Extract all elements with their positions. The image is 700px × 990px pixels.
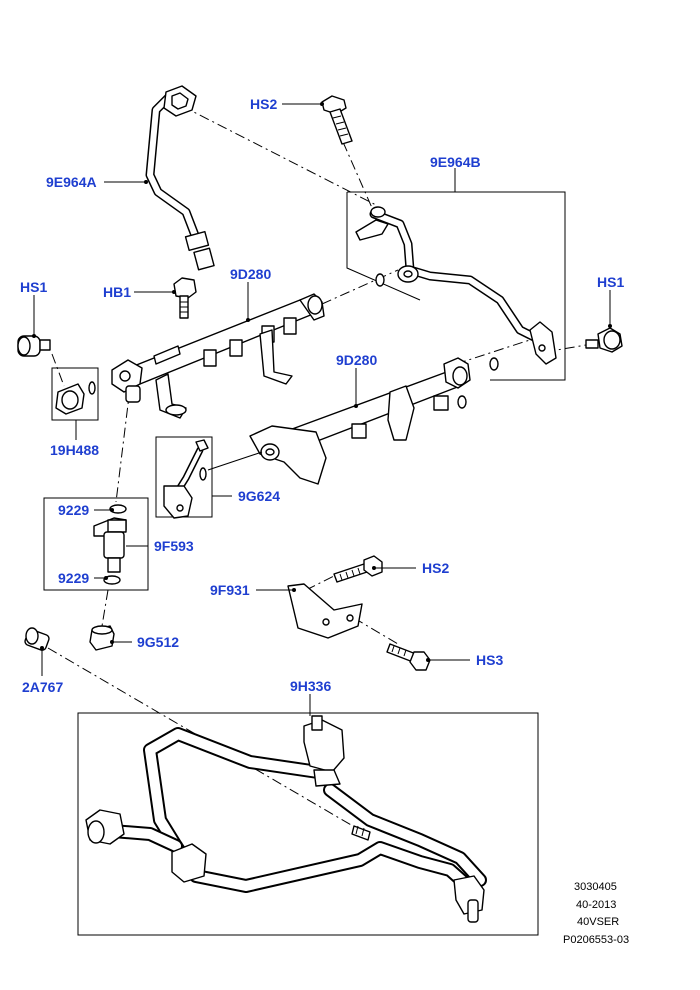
fuel-rail-9d280-upper bbox=[111, 293, 325, 419]
label-9e964b: 9E964B bbox=[430, 154, 481, 170]
label-2a767: 2A767 bbox=[22, 679, 63, 695]
label-hs1-right: HS1 bbox=[597, 274, 624, 290]
bolt-hb1 bbox=[173, 277, 197, 319]
label-hs2-top: HS2 bbox=[250, 96, 277, 112]
assembly-line-hs2-mid bbox=[305, 569, 347, 591]
label-hb1: HB1 bbox=[103, 284, 131, 300]
label-9229-top: 9229 bbox=[58, 502, 89, 518]
label-19h488: 19H488 bbox=[50, 442, 99, 458]
label-9e964a: 9E964A bbox=[46, 174, 97, 190]
cap-2a767 bbox=[24, 627, 50, 651]
sensor-19h488 bbox=[55, 381, 96, 415]
assembly-line-injector bbox=[115, 387, 131, 503]
label-9f593: 9F593 bbox=[154, 538, 194, 554]
label-9d280-lower: 9D280 bbox=[336, 352, 377, 368]
label-9g624: 9G624 bbox=[238, 488, 280, 504]
footer-line-3: 40VSER bbox=[577, 916, 619, 928]
footer-line-2: 40-2013 bbox=[576, 899, 616, 911]
box-9f593 bbox=[43, 497, 149, 591]
label-9f931: 9F931 bbox=[210, 582, 250, 598]
leader-lines bbox=[32, 102, 612, 716]
bracket-9f931 bbox=[287, 583, 363, 639]
fuel-injector-9f593 bbox=[93, 504, 127, 585]
bolt-hs2-top bbox=[321, 95, 353, 145]
footer-line-4: P0206553-03 bbox=[563, 934, 629, 946]
label-hs2-mid: HS2 bbox=[422, 560, 449, 576]
bolt-hs2-mid bbox=[333, 555, 383, 583]
label-hs3: HS3 bbox=[476, 652, 503, 668]
crossover-pipe-9g624 bbox=[163, 439, 209, 519]
label-9g512: 9G512 bbox=[137, 634, 179, 650]
fuel-rail-9d280-lower bbox=[249, 357, 471, 485]
assembly-line-9e964a-to-9e964b bbox=[181, 105, 379, 207]
box-9e964b bbox=[346, 191, 566, 381]
assembly-line-rail-to-9e964b bbox=[321, 269, 399, 305]
assembly-line-hs1-left bbox=[51, 353, 65, 387]
assembly-line-9g512 bbox=[101, 589, 109, 627]
assembly-line-rail-right bbox=[455, 335, 543, 365]
bolt-hs3 bbox=[386, 643, 431, 671]
box-9h336 bbox=[77, 712, 539, 936]
sensor-hs1-left bbox=[17, 335, 51, 357]
label-hs1-left: HS1 bbox=[20, 279, 47, 295]
assembly-line-hs2-bolt bbox=[342, 141, 381, 227]
assembly-line-hs3 bbox=[353, 617, 399, 645]
label-9h336: 9H336 bbox=[290, 678, 331, 694]
label-9229-bottom: 9229 bbox=[58, 570, 89, 586]
label-9d280-upper: 9D280 bbox=[230, 266, 271, 282]
fuel-line-assembly-9h336 bbox=[85, 715, 487, 923]
sensor-hs1-right bbox=[585, 327, 623, 353]
footer-line-1: 3030405 bbox=[574, 881, 617, 893]
box-19h488 bbox=[51, 367, 99, 421]
fuel-pipe-9e964a bbox=[145, 85, 215, 271]
seal-9g512 bbox=[89, 625, 115, 651]
fuel-pipe-9e964b bbox=[355, 206, 557, 371]
